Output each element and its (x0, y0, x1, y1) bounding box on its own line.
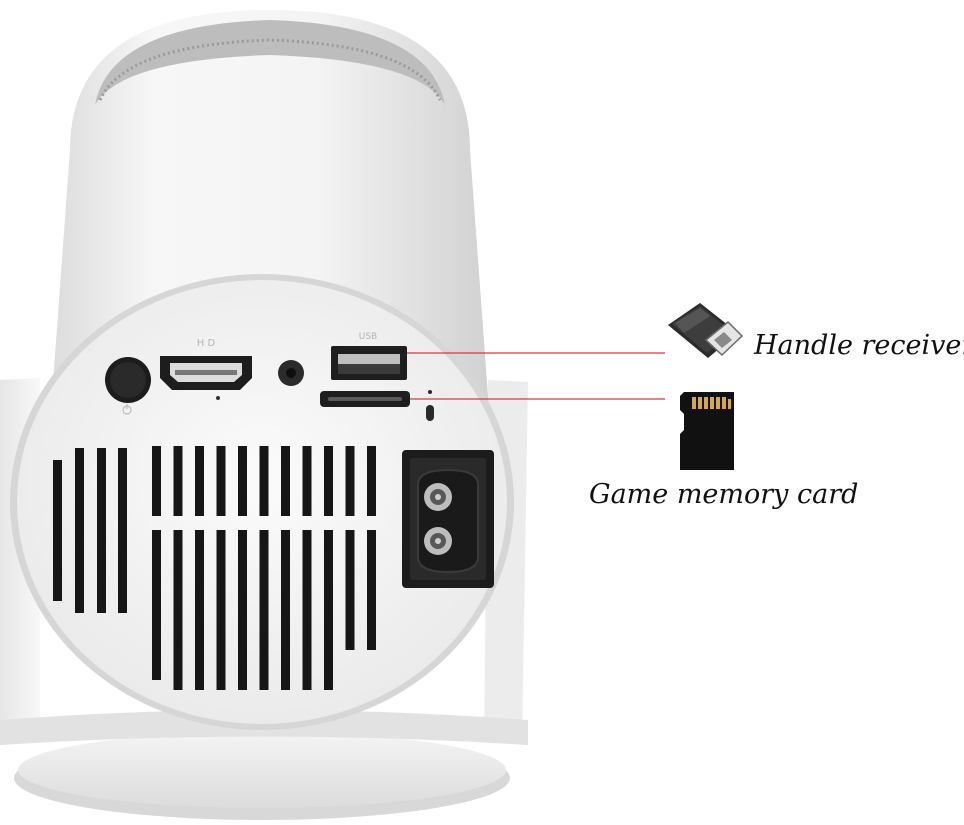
vent-slot (324, 530, 333, 690)
vent-slot (216, 530, 226, 690)
usb-mark: USB (359, 332, 377, 342)
vent-slot (152, 446, 161, 516)
vent-slot (302, 530, 312, 690)
audio-jack (278, 360, 304, 386)
hdmi-mark: H D (197, 338, 216, 349)
vent-slot (281, 530, 290, 690)
vent-slot (345, 530, 355, 650)
vent-slot (238, 530, 247, 690)
memory-card-icon (680, 392, 734, 470)
vent-slot (281, 446, 290, 516)
sd-card-slot (320, 391, 410, 407)
vent-slot (216, 446, 226, 516)
vent-slot (152, 530, 161, 680)
vent-slot (367, 530, 376, 650)
vent-slot (173, 446, 183, 516)
vent-slot (75, 448, 84, 613)
handle-receiver-label: Handle receiver (753, 330, 964, 361)
ventilation-grille (53, 446, 376, 690)
rear-panel: H D USB (17, 280, 507, 724)
indicator-dot (428, 390, 432, 394)
power-icon (122, 404, 132, 415)
ir-window (426, 405, 434, 421)
vent-slot (259, 446, 269, 516)
vent-slot (53, 460, 62, 601)
vent-slot (324, 446, 333, 516)
hdmi-port: H D (160, 338, 252, 400)
vent-slot (173, 530, 183, 690)
callout-lines (407, 352, 665, 400)
vent-slot (195, 446, 204, 516)
vent-slot (97, 448, 106, 613)
usb-port: USB (331, 332, 407, 380)
game-memory-card-label: Game memory card (589, 479, 858, 510)
vent-slot (259, 530, 269, 690)
vent-slot (367, 446, 376, 516)
vent-slot (118, 448, 127, 613)
power-button (105, 357, 151, 415)
vent-slot (302, 446, 312, 516)
power-socket (402, 450, 494, 588)
stand-base (14, 732, 510, 820)
vent-slot (195, 530, 204, 690)
vent-slot (345, 446, 355, 516)
handle-receiver-icon (668, 303, 744, 358)
vent-slot (238, 446, 247, 516)
